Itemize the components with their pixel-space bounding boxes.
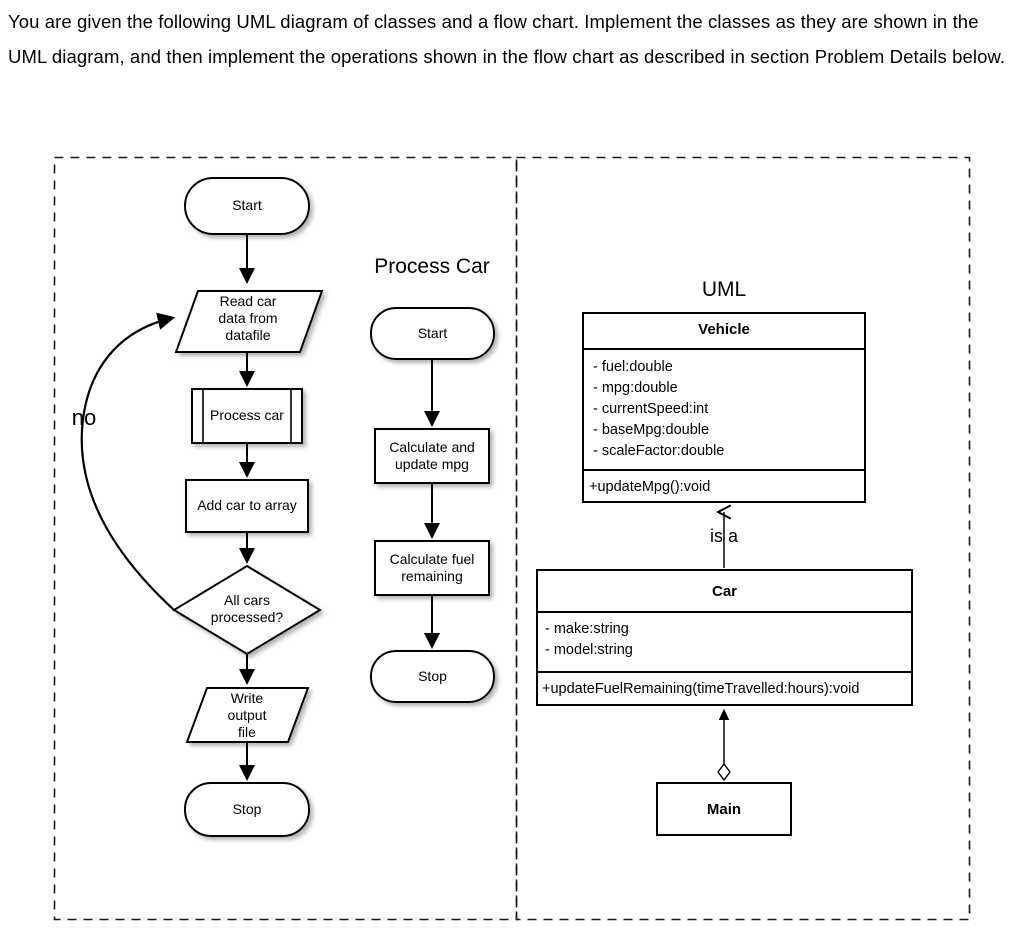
- uml-class-vehicle-methods: +updateMpg():void: [589, 479, 711, 495]
- uml-class-vehicle-name: Vehicle: [698, 321, 750, 338]
- uml-aggregation-diamond-icon: [717, 762, 731, 782]
- subflow-node-start: [370, 307, 495, 360]
- flow-node-stop: [184, 782, 310, 837]
- flow-node-add-car: [185, 479, 309, 533]
- uml-class-car-name: Car: [711, 583, 737, 600]
- problem-statement-text: You are given the following UML diagram …: [8, 11, 1006, 67]
- uml-class-vehicle: [582, 312, 866, 503]
- subflow-node-stop: [370, 650, 495, 703]
- uml-class-car-methods: +updateFuelRemaining(timeTravelled:hours…: [542, 681, 860, 697]
- uml-class-car-attributes: - make:string - model:string: [545, 621, 633, 658]
- subflow-node-fuel-remaining: [374, 540, 490, 596]
- flow-edge-no-loop: [80, 312, 176, 611]
- flow-node-start: [184, 177, 310, 235]
- flow-node-read-data: [174, 290, 324, 353]
- uml-class-main-name: Main: [706, 801, 742, 818]
- uml-class-vehicle-attributes: - fuel:double - mpg:double - currentSpee…: [593, 359, 725, 459]
- flow-node-write-output: [185, 687, 310, 743]
- flow-node-decision: [172, 564, 322, 656]
- uml-panel-border: [515, 156, 971, 921]
- subflow-node-update-mpg: [374, 428, 490, 484]
- uml-class-main: [656, 782, 792, 836]
- uml-class-car: [536, 569, 913, 706]
- flow-node-process-car: [191, 388, 303, 444]
- flowchart-panel-border: [53, 156, 518, 921]
